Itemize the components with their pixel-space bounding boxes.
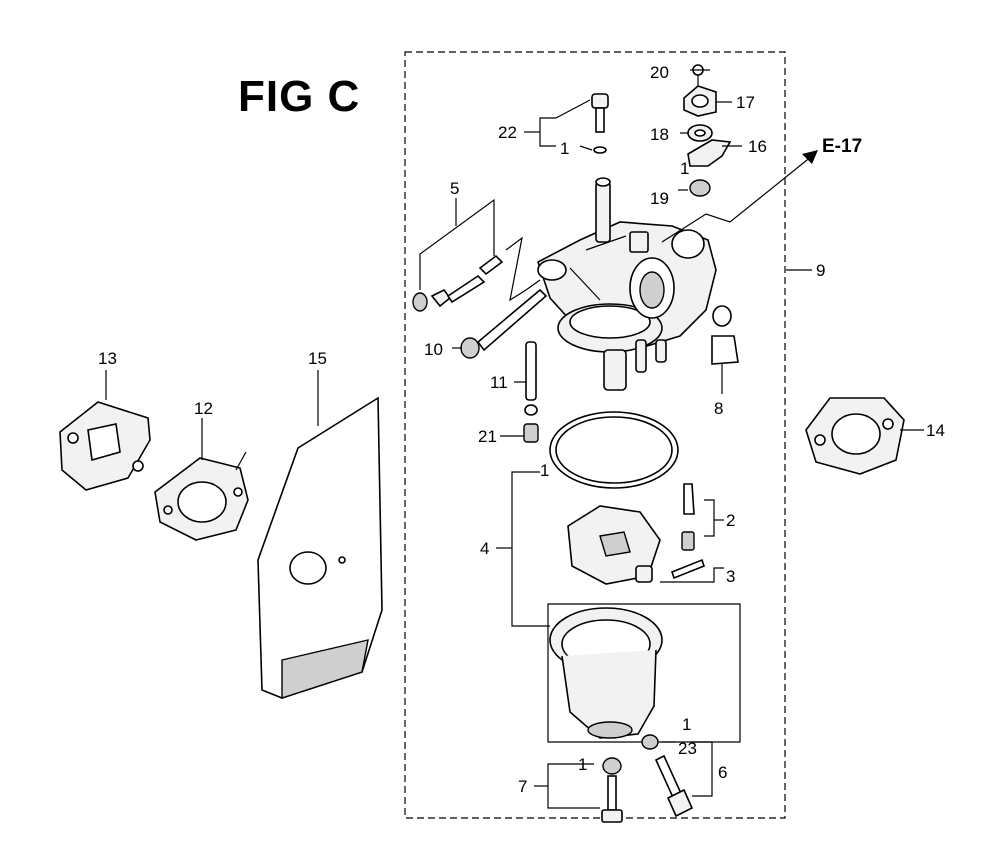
part-22-screw [524,93,609,154]
callout-14: 14 [926,421,945,440]
part-14-gasket [805,397,924,475]
part-10-screw [452,288,548,359]
e17-reference-arrow [661,150,818,243]
callout-6: 6 [718,763,727,782]
callout-1-bolt: 1 [578,755,587,774]
part-13-gasket [59,370,151,491]
callout-1-choke: 1 [680,159,689,178]
callout-10: 10 [424,340,443,359]
callout-8: 8 [714,399,723,418]
callout-2: 2 [726,511,735,530]
callout-1-ring: 1 [540,461,549,480]
callout-9: 9 [816,261,825,280]
callout-13: 13 [98,349,117,368]
callout-3: 3 [726,567,735,586]
float [567,505,661,585]
part-15-shield-plate [257,370,383,699]
callout-15: 15 [308,349,327,368]
part-7-bowl-bolt [534,757,623,823]
choke-linkage [678,64,742,197]
part-4-bracket [496,471,550,627]
callout-7: 7 [518,777,527,796]
callout-19: 19 [650,189,669,208]
callout-4: 4 [480,539,489,558]
callout-5: 5 [450,179,459,198]
bowl-gasket-ring [549,411,679,489]
part-3-float-pin [660,558,724,583]
callout-1-top: 1 [560,139,569,158]
assembly-boundary [404,51,786,819]
callout-16: 16 [748,137,767,156]
part-12-gasket [154,418,249,541]
callout-11: 11 [490,373,508,392]
callout-1-drain: 1 [682,715,691,734]
float-bowl [547,603,741,743]
callout-22: 22 [498,123,517,142]
carburetor-body [537,177,717,391]
callout-17: 17 [736,93,755,112]
callout-18: 18 [650,125,669,144]
callout-23: 23 [678,739,697,758]
cross-reference-label: E-17 [822,136,862,157]
callout-21: 21 [478,427,497,446]
figure-title: FIG C [238,72,361,121]
part-5-idle-screw [412,198,541,312]
callout-12: 12 [194,399,213,418]
part-11-jet [500,341,539,443]
part-8-fitting [711,305,739,394]
part-6-drain-bolt [641,734,713,818]
callout-20: 20 [650,63,669,82]
part-2-needle-valve [681,483,724,551]
